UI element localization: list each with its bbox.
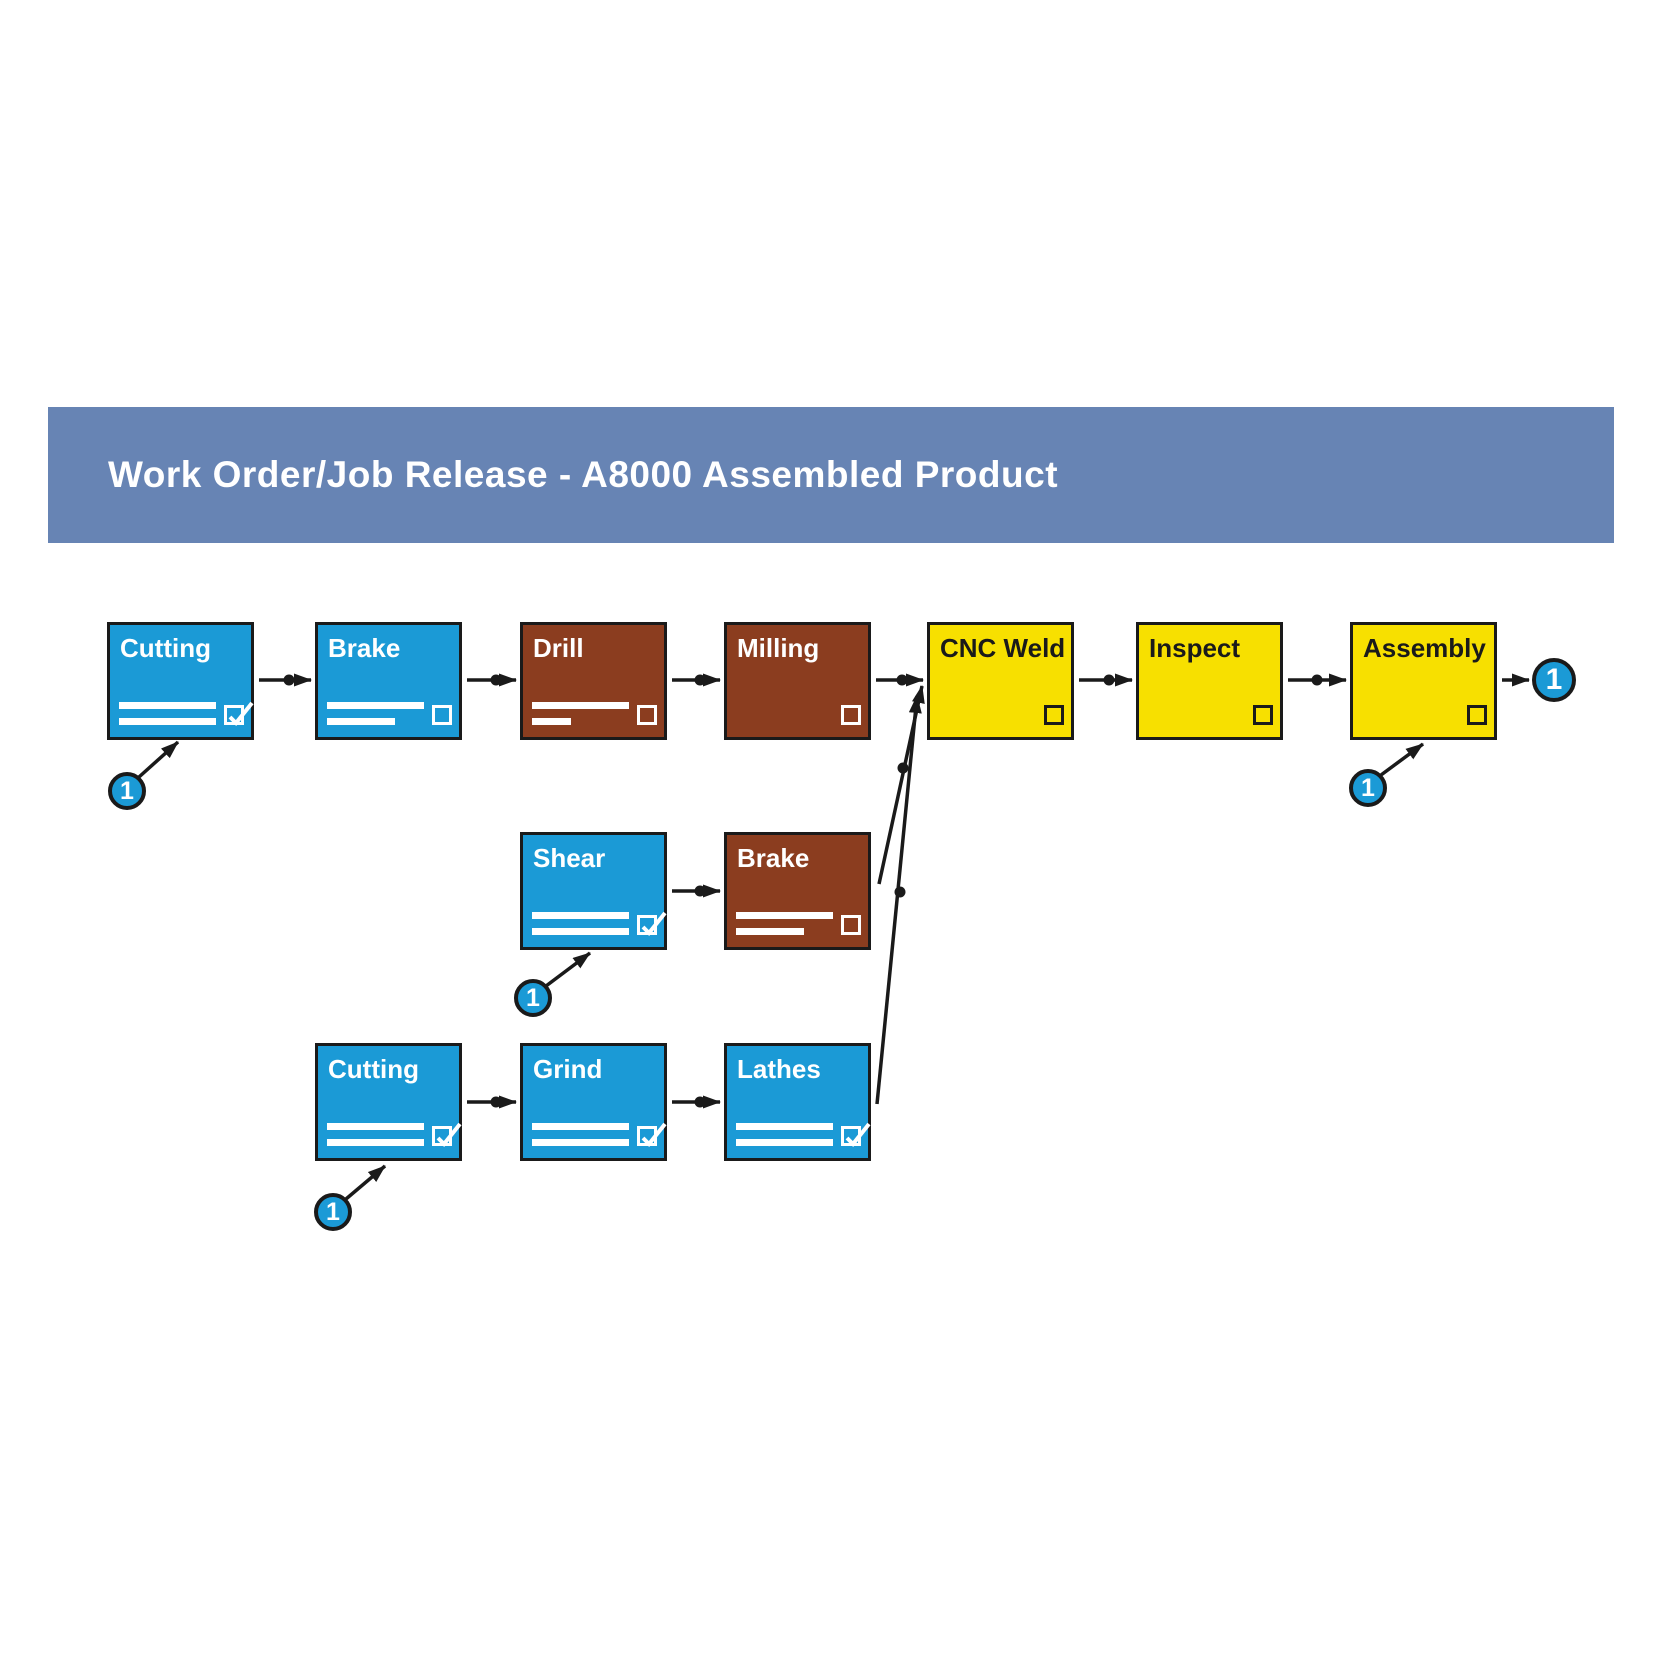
checkbox-empty-icon <box>841 915 861 935</box>
output-badge[interactable]: 1 <box>1532 658 1576 702</box>
connector-badge-assembly <box>1379 742 1425 777</box>
connector-badge-cutting1 <box>137 740 180 779</box>
page-title: Work Order/Job Release - A8000 Assembled… <box>108 454 1059 495</box>
junction-dot <box>283 674 295 686</box>
process-box-drill[interactable]: Drill <box>520 622 667 740</box>
junction-dot <box>1103 674 1115 686</box>
process-box-grind[interactable]: Grind <box>520 1043 667 1161</box>
process-box-brake-1[interactable]: Brake <box>315 622 462 740</box>
checkmark-icon <box>228 701 254 726</box>
detail-bar-icon <box>327 1123 424 1130</box>
junction-dot <box>897 762 909 774</box>
checkbox-empty-icon <box>1467 705 1487 725</box>
junction-dot <box>1311 674 1323 686</box>
checkbox-empty-icon <box>1044 705 1064 725</box>
process-box-lathes[interactable]: Lathes <box>724 1043 871 1161</box>
detail-bar-icon <box>532 912 629 919</box>
detail-bar-icon <box>327 718 395 725</box>
junction-dot <box>490 1096 502 1108</box>
release-badge-cutting-1[interactable]: 1 <box>108 772 146 810</box>
detail-bar-icon <box>532 718 571 725</box>
checkbox-empty-icon <box>841 705 861 725</box>
checkbox-empty-icon <box>432 705 452 725</box>
checkmark-icon <box>641 911 667 936</box>
checkmark-icon <box>436 1122 462 1147</box>
detail-bar-icon <box>327 1139 424 1146</box>
connector-lathes-cncweld <box>875 695 922 1105</box>
process-label: Assembly <box>1363 633 1486 663</box>
process-label: Inspect <box>1149 633 1241 663</box>
checkbox-checked-icon <box>841 1122 871 1147</box>
connector-badge-shear <box>544 951 592 988</box>
process-label: Drill <box>533 633 584 663</box>
checkbox-checked-icon <box>432 1122 462 1147</box>
detail-bar-icon <box>532 1139 629 1146</box>
junction-dot <box>894 886 906 898</box>
process-box-brake-2[interactable]: Brake <box>724 832 871 950</box>
junction-dot <box>694 1096 706 1108</box>
detail-bar-icon <box>736 1139 833 1146</box>
release-badge-cutting-2[interactable]: 1 <box>314 1193 352 1231</box>
process-box-assembly[interactable]: Assembly <box>1350 622 1497 740</box>
checkbox-checked-icon <box>637 1122 667 1147</box>
process-label: Brake <box>737 843 810 873</box>
checkbox-checked-icon <box>224 701 254 726</box>
junction-dot <box>896 674 908 686</box>
release-badge-assembly[interactable]: 1 <box>1349 769 1387 807</box>
process-label: Cutting <box>328 1054 419 1084</box>
release-badge-shear[interactable]: 1 <box>514 979 552 1017</box>
checkbox-empty-icon <box>1253 705 1273 725</box>
process-label: Grind <box>533 1054 603 1084</box>
detail-bar-icon <box>736 928 804 935</box>
process-box-cnc-weld[interactable]: CNC Weld <box>927 622 1074 740</box>
process-box-cutting-1[interactable]: Cutting <box>107 622 254 740</box>
process-box-shear[interactable]: Shear <box>520 832 667 950</box>
detail-bar-icon <box>736 912 833 919</box>
process-box-milling[interactable]: Milling <box>724 622 871 740</box>
detail-bar-icon <box>532 1123 629 1130</box>
process-label: Milling <box>737 633 820 663</box>
process-label: Lathes <box>737 1054 821 1084</box>
connector-brake2-cncweld <box>877 685 925 885</box>
detail-bar-icon <box>119 702 216 709</box>
detail-bar-icon <box>119 718 216 725</box>
junction-dot <box>694 674 706 686</box>
junction-dot <box>490 674 502 686</box>
checkbox-checked-icon <box>637 911 667 936</box>
connector-badge-cutting3 <box>344 1164 387 1201</box>
checkmark-icon <box>641 1122 667 1147</box>
detail-bar-icon <box>532 702 629 709</box>
process-label: Shear <box>533 843 606 873</box>
process-box-inspect[interactable]: Inspect <box>1136 622 1283 740</box>
process-label: Cutting <box>120 633 211 663</box>
junction-dot <box>694 885 706 897</box>
process-label: CNC Weld <box>940 633 1066 663</box>
detail-bar-icon <box>327 702 424 709</box>
checkbox-empty-icon <box>637 705 657 725</box>
checkmark-icon <box>845 1122 871 1147</box>
title-bar: Work Order/Job Release - A8000 Assembled… <box>48 407 1614 543</box>
detail-bar-icon <box>532 928 629 935</box>
detail-bar-icon <box>736 1123 833 1130</box>
process-label: Brake <box>328 633 401 663</box>
process-box-cutting-2[interactable]: Cutting <box>315 1043 462 1161</box>
